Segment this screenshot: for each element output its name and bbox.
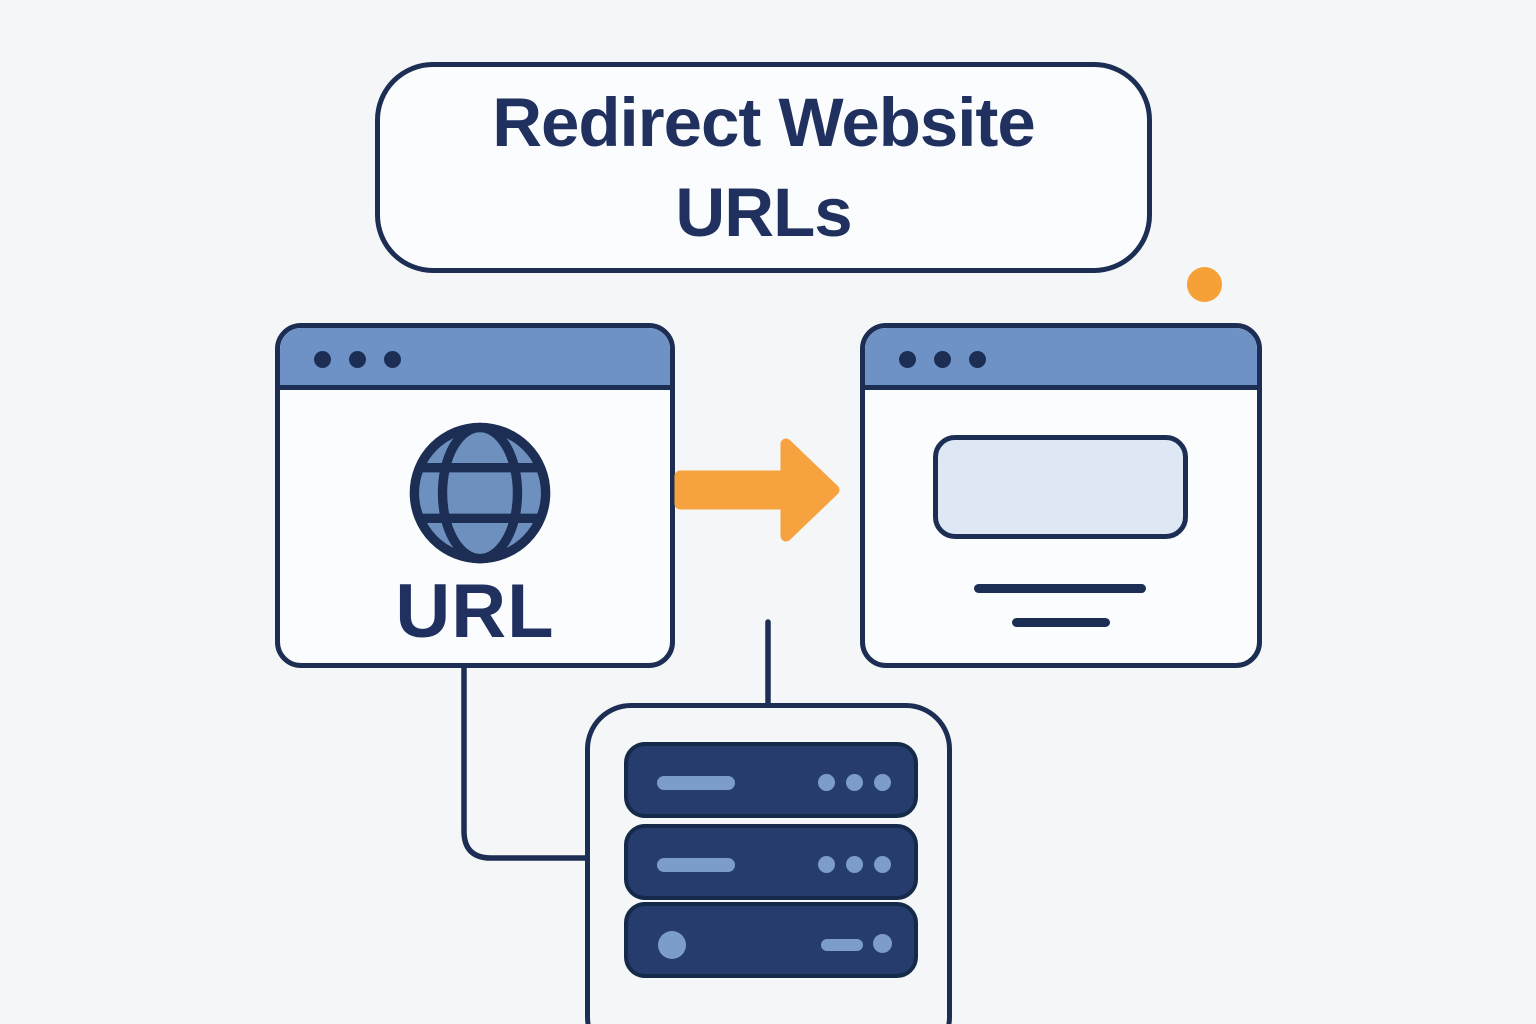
arrow-right-icon [674,432,846,550]
page-title-line1: Redirect Website [492,83,1036,161]
server-light [846,774,863,791]
orange-accent-dot [1187,267,1222,302]
server-light [846,856,863,873]
server-light [818,774,835,791]
text-line [974,584,1146,593]
server-light [818,856,835,873]
content-placeholder [933,435,1188,539]
server-light [874,856,891,873]
server-unit [624,902,918,978]
globe-icon [405,418,555,568]
server-label-bar [821,939,863,951]
server-box [585,703,952,1024]
window-control-dot [934,351,951,368]
window-titlebar [280,328,670,390]
page-title-line2: URLs [675,173,852,251]
text-line [1012,618,1110,627]
server-label-bar [657,858,735,872]
server-power-button [658,931,686,959]
server-light [874,774,891,791]
connector-source-to-server [461,666,588,861]
server-unit [624,824,918,900]
window-control-dot [384,351,401,368]
server-light [873,934,892,953]
window-control-dot [899,351,916,368]
window-control-dot [314,351,331,368]
browser-window-destination [860,323,1262,668]
window-titlebar [865,328,1257,390]
server-unit [624,742,918,818]
server-label-bar [657,776,735,790]
window-control-dot [349,351,366,368]
browser-window-source: URL [275,323,675,668]
url-label: URL [395,569,555,654]
title-box: Redirect Website URLs [375,62,1152,273]
window-control-dot [969,351,986,368]
